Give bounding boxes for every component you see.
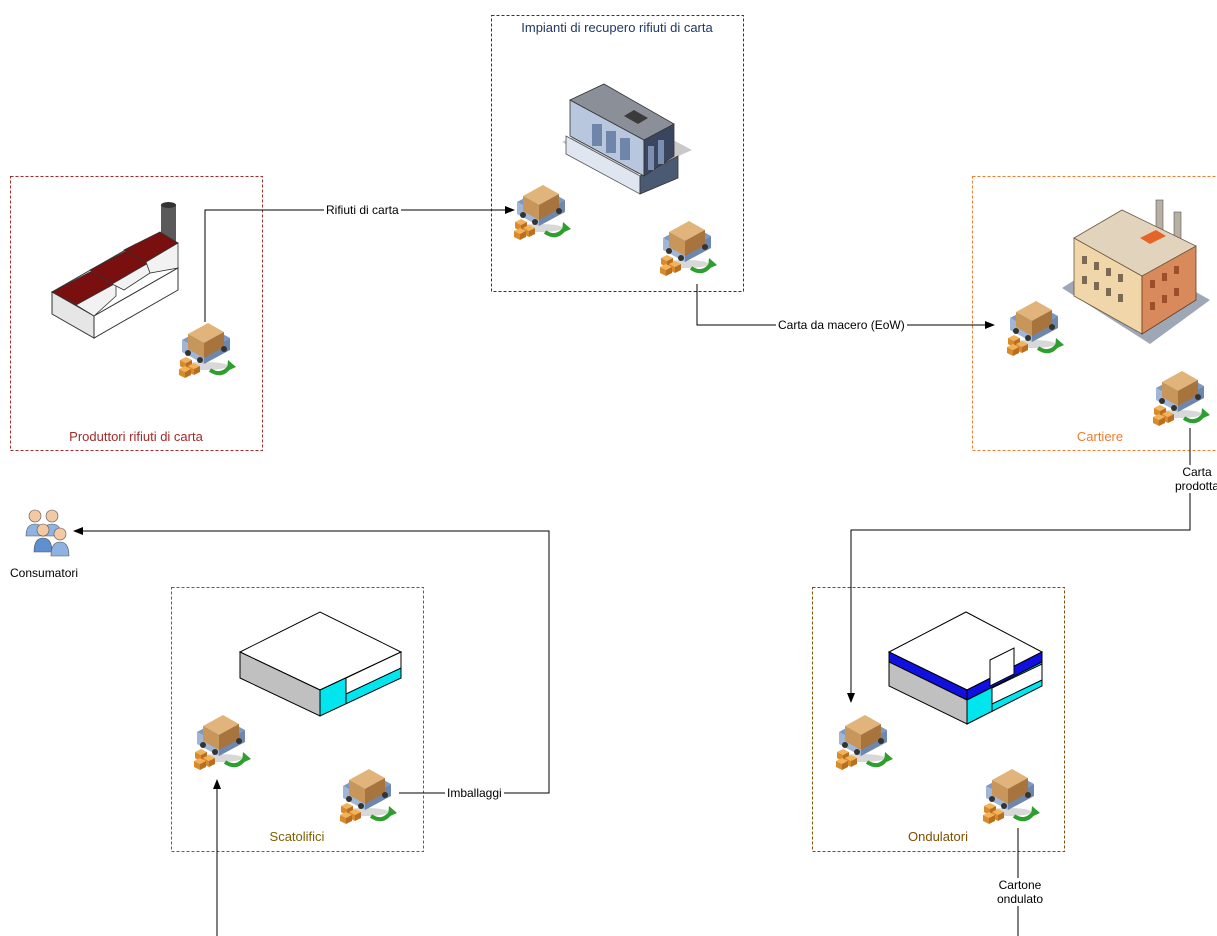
consumers-label: Consumatori xyxy=(10,566,79,580)
mills-box-title: Cartiere xyxy=(1076,429,1124,444)
delivery-truck-icon xyxy=(981,767,1042,826)
waste-paper-label: Rifiuti di carta xyxy=(324,203,401,217)
delivery-truck-icon xyxy=(512,183,573,242)
paper-produced-label: Carta prodotta xyxy=(1170,465,1217,493)
recovery-box-title: Impianti di recupero rifiuti di carta xyxy=(521,20,713,35)
warehouse-icon xyxy=(562,83,692,195)
recovered-paper-label: Carta da macero (EoW) xyxy=(776,318,907,332)
paper-mill-icon xyxy=(1062,199,1210,344)
producers-box xyxy=(10,176,263,451)
packaging-label: Imballaggi xyxy=(445,786,504,800)
corrugator-plant-icon xyxy=(887,611,1044,725)
corrugators-box xyxy=(812,587,1065,852)
consumers-icon xyxy=(25,509,70,557)
delivery-truck-icon xyxy=(1151,369,1212,428)
boxmakers-box xyxy=(171,587,424,852)
recovery-box xyxy=(491,15,744,292)
delivery-truck-icon xyxy=(192,713,253,772)
corrugators-box-title: Ondulatori xyxy=(908,829,968,844)
waste-paper-connector xyxy=(204,206,515,322)
producers-box-title: Produttori rifiuti di carta xyxy=(69,429,203,444)
delivery-truck-icon xyxy=(1005,299,1066,358)
delivery-truck-icon xyxy=(338,767,399,826)
delivery-truck-icon xyxy=(834,713,895,772)
corrugated-board-label: Cartone ondulato xyxy=(988,878,1052,906)
delivery-truck-icon xyxy=(658,219,719,278)
delivery-truck-icon xyxy=(177,321,238,380)
mills-box xyxy=(972,176,1217,451)
box-plant-icon xyxy=(238,611,403,717)
boxmakers-box-title: Scatolifici xyxy=(269,829,325,844)
factory-icon xyxy=(50,202,180,339)
